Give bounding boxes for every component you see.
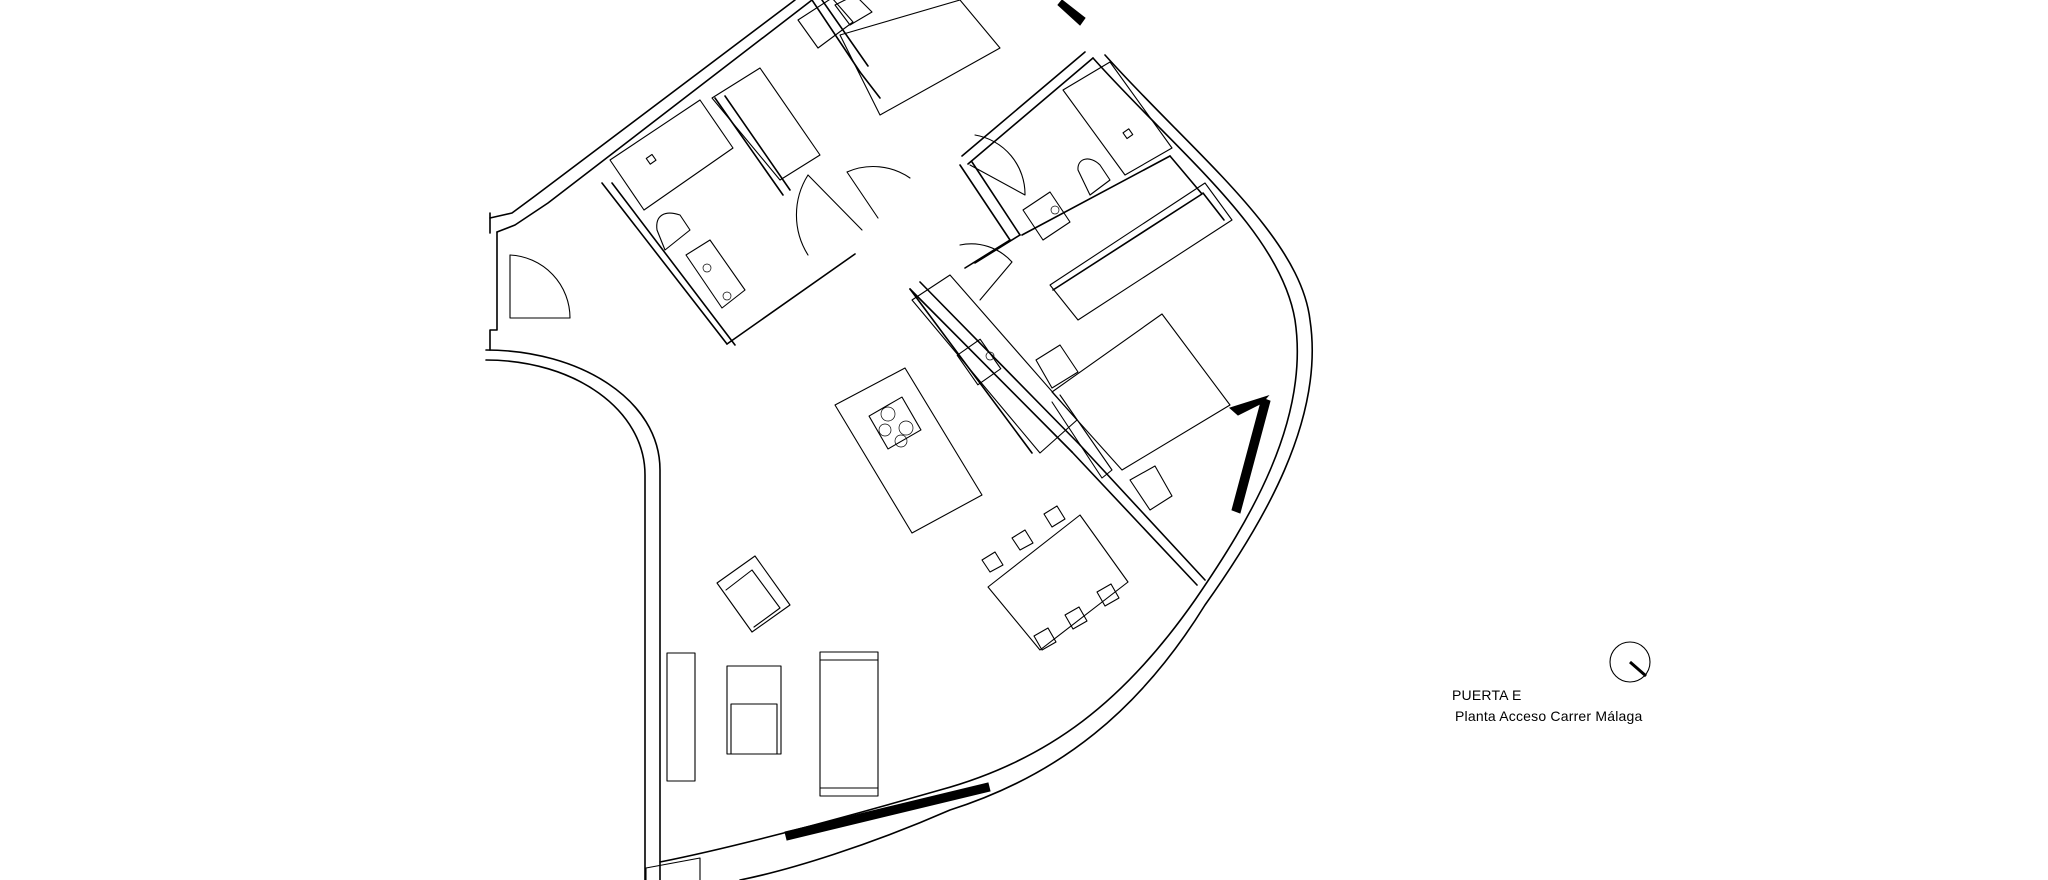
bathroom-right [1022,61,1173,241]
north-arrow-icon [1609,641,1651,683]
entrance-door [489,212,571,351]
bathroom-left [609,99,746,309]
floor-label: Planta Acceso Carrer Málaga [1455,708,1643,724]
living-furniture [666,555,879,797]
room-doors [795,134,1026,301]
dining-table [981,505,1129,651]
kitchen-counter [911,274,1078,454]
windows [784,0,1271,841]
exterior-walls [485,0,1314,880]
kitchen-island [834,367,983,534]
door-label: PUERTA E [1452,687,1522,703]
bedroom-furniture [711,0,1233,511]
interior-walls [601,0,1225,586]
plan-caption: PUERTA E Planta Acceso Carrer Málaga [1452,685,1643,727]
